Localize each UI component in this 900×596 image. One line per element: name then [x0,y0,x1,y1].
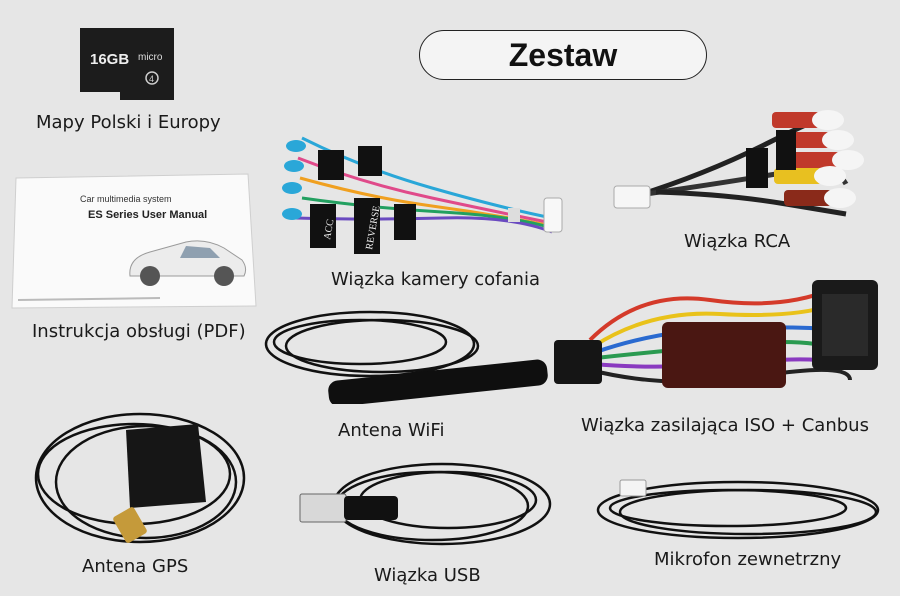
microphone-image [588,466,888,546]
sd-card-class: 4 [149,74,154,84]
usb-cable-image [282,454,556,554]
page-title: Zestaw [419,30,707,80]
label-gps: Antena GPS [82,556,189,577]
gps-antenna-image [30,398,256,554]
tag-acc: ACC [322,218,336,240]
label-usb: Wiązka USB [374,565,481,586]
label-camera-harness: Wiązka kamery cofania [331,269,540,290]
label-mic: Mikrofon zewnetrzny [654,549,842,570]
label-power-harness: Wiązka zasilająca ISO + Canbus [581,415,869,436]
label-maps: Mapy Polski i Europy [36,112,221,133]
label-wifi: Antena WiFi [338,420,445,441]
user-manual-image: Car multimedia system ES Series User Man… [10,172,258,310]
label-manual: Instrukcja obsługi (PDF) [32,321,246,342]
manual-line1: Car multimedia system [80,194,172,204]
camera-harness-image: ACC REVERSE [282,128,572,258]
manual-line2: ES Series User Manual [88,209,207,221]
sd-card-brand: micro [138,52,163,63]
rca-harness-image [606,94,874,226]
sd-card-capacity: 16GB [90,51,129,68]
label-rca-harness: Wiązka RCA [684,231,791,252]
sd-card-image: 16GB micro 4 [76,26,178,102]
wifi-antenna-image [260,304,550,404]
power-harness-image [550,270,886,400]
